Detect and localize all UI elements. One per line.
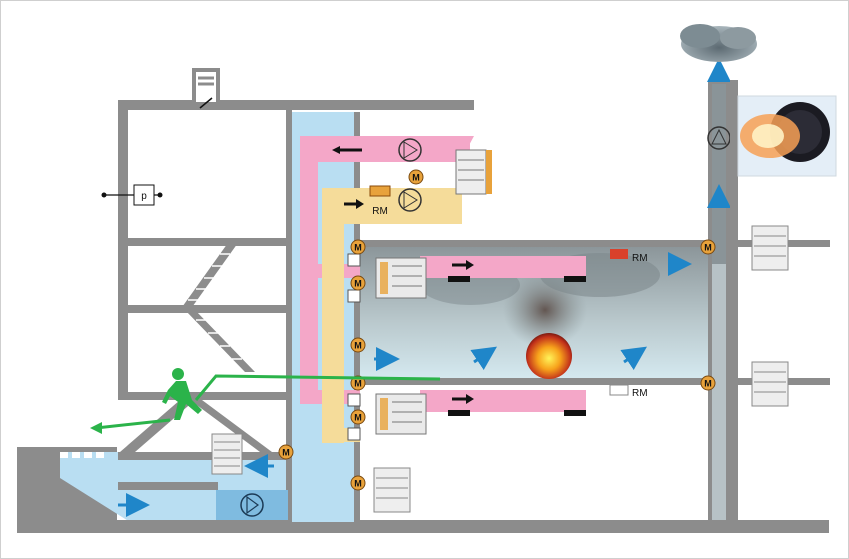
rm-smoke-upper-label: RM: [632, 253, 648, 264]
svg-text:M: M: [354, 341, 362, 351]
damper-icon: [199, 97, 213, 109]
wall: [354, 112, 360, 522]
motor-icon: M: [350, 409, 366, 425]
motor-icon: M: [350, 475, 366, 491]
smoke-detector-icon: [609, 384, 629, 396]
floor: [118, 452, 288, 460]
person-running-icon: [162, 368, 202, 420]
wall: [286, 102, 292, 522]
basement-fan-box: [216, 490, 288, 520]
fan-icon: [398, 138, 422, 162]
svg-text:M: M: [704, 243, 712, 253]
smoke-detector-icon: [369, 185, 391, 197]
motor-icon: M: [350, 275, 366, 291]
svg-text:M: M: [412, 173, 420, 183]
airflow-arrow: [470, 346, 497, 370]
roof: [118, 100, 474, 110]
fan-icon: [398, 188, 422, 212]
left-wall: [118, 100, 128, 400]
damper-icon: [455, 149, 492, 195]
roof-vent: [192, 68, 220, 106]
floor: [118, 482, 218, 490]
floor: [118, 305, 286, 313]
svg-text:M: M: [354, 379, 362, 389]
smoke-fan-photo: [737, 95, 837, 177]
supply-duct: [322, 188, 462, 224]
svg-text:M: M: [354, 279, 362, 289]
airflow-arrow: [620, 346, 647, 370]
fire-icon: [526, 333, 572, 379]
stair-steps: [188, 253, 242, 360]
damper-icon: [211, 433, 243, 475]
escape-route: [194, 374, 441, 401]
damper-icon: [751, 361, 789, 407]
motor-icon: M: [700, 375, 716, 391]
motor-icon: M: [408, 169, 424, 185]
svg-text:M: M: [354, 243, 362, 253]
room-exhaust-duct: [420, 256, 586, 278]
damper-icon: [375, 393, 427, 435]
motor-icon: M: [350, 337, 366, 353]
motor-icon: M: [278, 444, 294, 460]
stair-flight: [190, 400, 272, 452]
floor: [118, 392, 286, 400]
ceiling: [360, 240, 720, 247]
svg-text:M: M: [354, 413, 362, 423]
damper-icon: [347, 253, 361, 441]
floor: [128, 238, 286, 246]
motor-icon: M: [700, 239, 716, 255]
damper-icon: [375, 257, 427, 299]
pressure-label: p: [141, 191, 147, 202]
pressure-sensor-icon: [133, 184, 155, 206]
rm-smoke-lower-label: RM: [632, 388, 648, 399]
damper-icon: [373, 467, 411, 513]
rm-supply-label: RM: [372, 206, 388, 217]
lower-exhaust-duct: [420, 390, 586, 412]
svg-text:M: M: [704, 379, 712, 389]
stair-flight: [185, 310, 255, 372]
motor-icon: M: [350, 375, 366, 391]
damper-icon: [751, 225, 789, 271]
ground-slab: [17, 520, 829, 533]
fan-icon: [240, 493, 264, 517]
motor-icon: M: [350, 239, 366, 255]
smoke-detector-icon: [610, 249, 628, 259]
floor: [360, 378, 720, 385]
stair-flight: [180, 240, 240, 310]
svg-text:M: M: [282, 448, 290, 458]
svg-text:M: M: [354, 479, 362, 489]
